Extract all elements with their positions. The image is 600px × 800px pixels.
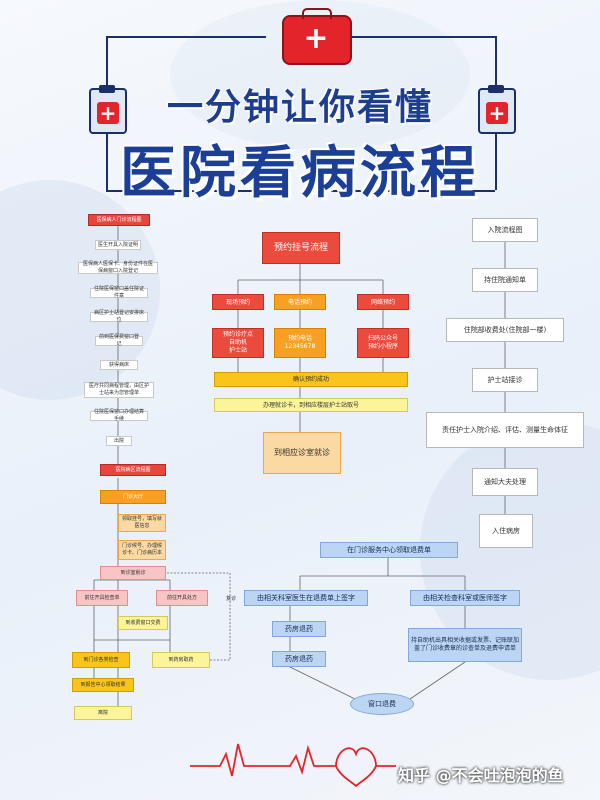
admission-step: 入院流程图 [472,218,538,242]
admission-step: 住院部收费处(住院部一楼) [446,318,564,342]
confirm-box: 确认预约成功 [214,372,408,387]
refund-right-detail: 持自助机出具相关收据或发票、记账联加盖了门诊收费章的诊查单及退费申请单 [408,628,522,662]
clipboard-icon: + [89,85,127,134]
checkin-box: 办理就诊卡，到相应楼层护士站取号 [214,398,408,412]
refund-right: 由相关检查科室或医师签字 [410,590,520,606]
clipboard-icon: + [478,85,516,134]
visit-box: 到相应诊室就诊 [263,432,341,474]
refund-pharmacy-return: 药房退药 [272,621,326,637]
left-step: 住院医保窗口办理结算手续 [90,409,148,422]
channel-box: 现场预约 [212,294,264,310]
refund-start: 在门诊服务中心领取退费单 [320,542,458,558]
bracket-line [495,36,497,90]
channel-detail: 预约诊疗点 自助机 护士站 [212,328,264,358]
admission-step: 责任护士入院介绍、评估、测量生命体征 [426,412,584,448]
outpatient-title: 医院病区流程图 [100,464,166,476]
left-step: 医疗共同病程管理，由区护士站来为您管理单 [84,382,154,398]
bracket-line [495,130,497,190]
outpatient-end: 离院 [74,706,132,720]
outpatient-wait: 门诊候号、办理候诊卡、门诊病历本 [118,540,166,560]
left-flow-title: 医保病人门诊流程图 [88,214,150,226]
left-step: 前到医保费窗口登记 [95,334,143,347]
channel-box: 电话预约 [274,294,326,310]
channel-detail: 预约电话 12345678 [274,328,326,358]
left-step: 获得病床 [100,360,138,370]
outpatient-branch-left: 前往开具检查单 [76,590,128,606]
admission-step: 护士站接诊 [472,368,538,392]
outpatient-consult: 到诊室就诊 [100,566,166,580]
bracket-line [106,36,266,38]
left-step: 住院医保窗口盖住院证件章 [90,286,148,299]
outpatient-branch-right: 前往开具处方 [156,590,208,606]
bracket-line [106,190,266,192]
left-step: 医生开具入院证明 [95,240,141,250]
loop-label: 复诊 [225,595,236,602]
outpatient-pay: 到收费窗口交费 [118,616,168,630]
admission-step: 通知大夫处理 [472,468,538,496]
heart-icon [335,747,377,788]
title-line-2: 医院看病流程 [120,141,480,206]
admission-step: 持住院通知单 [472,268,538,292]
channel-detail: 扫码公众号 预约小程序 [357,328,409,358]
left-step: 病区护士站登记安排床位 [90,310,148,323]
refund-left: 由相关科室医生在退费单上签字 [244,590,368,606]
refund-pharmacy-refund: 药房退药 [272,651,326,667]
outpatient-pharmacy: 到药房取药 [152,652,210,668]
bracket-line [330,190,495,192]
bracket-line [106,130,108,190]
outpatient-entry: 门诊大厅 [100,490,166,504]
heartbeat-line [190,743,336,777]
bracket-line [345,36,495,38]
admission-step: 入住病房 [479,514,533,548]
refund-end: 窗口退费 [350,693,414,715]
left-step: 医保病人医保卡、身份证件在医保病窗口入院登记 [78,261,158,274]
bracket-line [106,36,108,96]
channel-box: 网络预约 [357,294,409,310]
left-step: 出院 [106,436,132,446]
outpatient-center: 到报告中心领取结果 [72,678,134,692]
outpatient-reg: 领取挂号，填写就医信息 [118,514,166,532]
outpatient-exam: 到门诊各类检查 [72,652,130,668]
watermark: 知乎 @不会吐泡泡的鱼 [398,766,564,785]
title-line-1: 一分钟让你看懂 [166,87,433,128]
first-aid-kit-icon: + [282,8,352,65]
appointment-title: 预约挂号流程 [262,232,340,264]
